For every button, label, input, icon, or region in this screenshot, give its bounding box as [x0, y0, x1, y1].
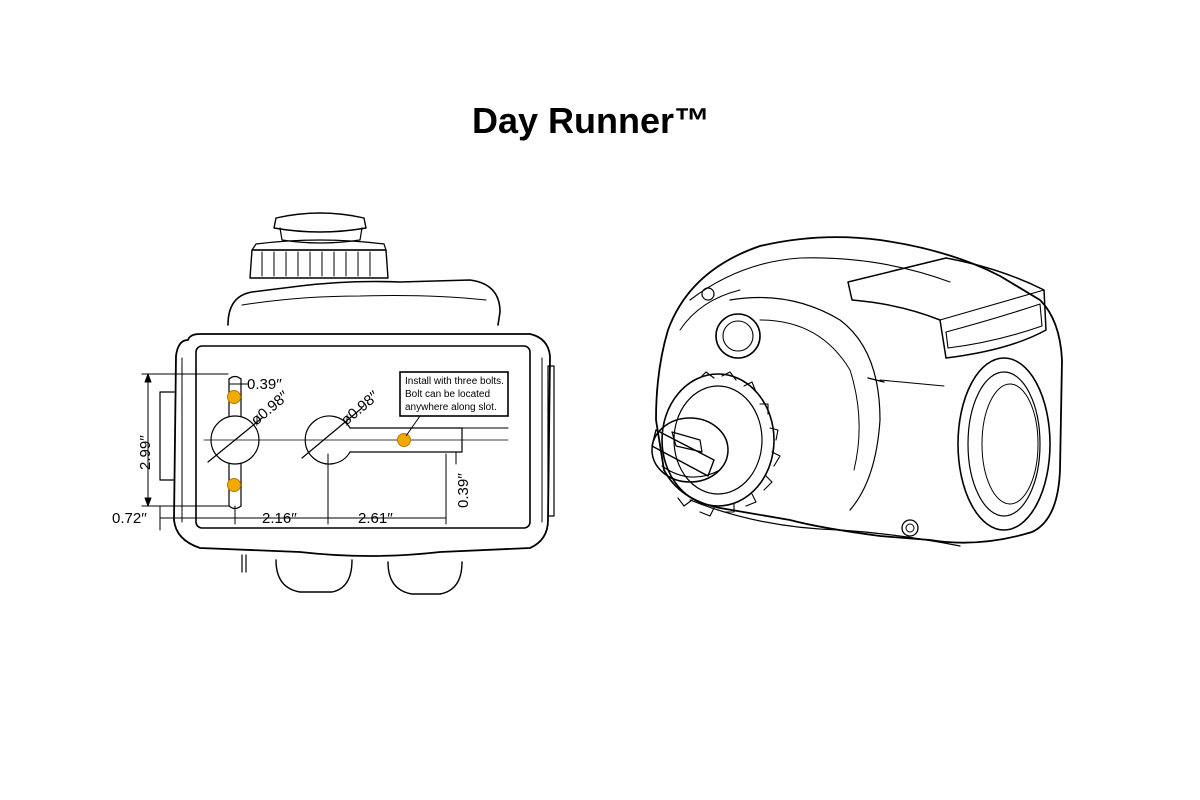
bolt-marker-slot — [397, 433, 411, 447]
bolt-marker-bottom — [227, 478, 241, 492]
note-line-2: Bolt can be located — [405, 389, 490, 400]
outer-housing — [173, 333, 551, 557]
page-title: Day Runner™ — [471, 100, 711, 141]
iso-boss — [715, 313, 761, 359]
install-note: Install with three bolts. Bolt can be lo… — [399, 371, 509, 437]
note-line-1: Install with three bolts. — [405, 376, 504, 387]
bottom-feet — [241, 554, 463, 595]
note-line-3: anywhere along slot. — [405, 402, 497, 413]
dim-slot-width: 0.39′′ — [247, 376, 282, 393]
iso-gear — [661, 371, 781, 517]
upper-housing — [227, 279, 501, 326]
dim-spacing-left: 2.16′′ — [262, 510, 297, 527]
iso-side-port — [957, 357, 1051, 531]
dimension-lines — [141, 373, 509, 531]
isometric-view — [651, 236, 1063, 547]
dim-hole-diameter-left: ø0.98′′ — [248, 388, 293, 429]
dim-slot-height: 0.39′′ — [455, 473, 472, 508]
iso-top-box — [847, 257, 1047, 359]
dim-edge-offset: 0.72′′ — [112, 510, 147, 527]
dim-hole-diameter-right: ø0.98′′ — [338, 388, 383, 429]
front-mounting-view — [141, 212, 555, 595]
dim-height: 2.99′′ — [137, 435, 154, 470]
bolt-marker-top — [227, 390, 241, 404]
dim-spacing-right: 2.61′′ — [358, 510, 393, 527]
top-knob — [249, 212, 389, 279]
mounting-face — [195, 345, 531, 529]
iso-knob — [651, 417, 729, 483]
bolt-markers — [227, 390, 411, 492]
